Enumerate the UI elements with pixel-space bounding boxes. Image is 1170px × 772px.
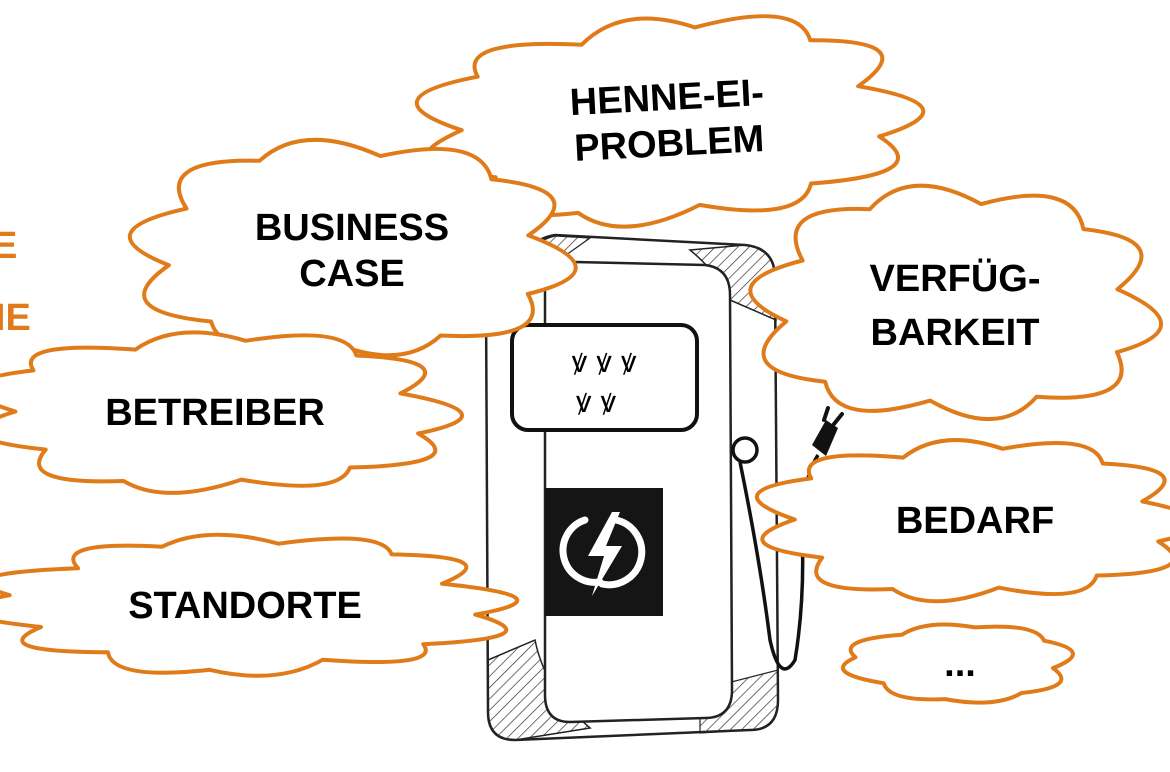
cloud-label: BARKEIT — [871, 312, 1040, 354]
cloud-henne: HENNE-EI-PROBLEM — [414, 14, 926, 229]
cloud-betreiber: BETREIBER — [0, 330, 464, 495]
cloud-bedarf: BEDARF — [755, 438, 1170, 604]
display-text-2: ꝟ ꝟ — [576, 385, 617, 420]
cloud-shape — [841, 622, 1075, 705]
cloud-shape — [755, 438, 1170, 604]
cloud-label: STANDORTE — [128, 585, 362, 627]
cloud-verfueg: VERFÜG- BARKEIT — [748, 183, 1163, 421]
cloud-shape — [0, 330, 464, 495]
edge-text-group: E HE — [0, 225, 31, 339]
cable-ring — [731, 436, 759, 464]
cloud-label: BUSINESS — [255, 207, 449, 249]
cloud-label: ... — [944, 643, 976, 685]
lightning-bolt-icon — [545, 488, 663, 616]
cloud-label: BETREIBER — [105, 392, 325, 434]
cloud-shape — [748, 183, 1163, 421]
edge-text-2: HE — [0, 297, 31, 339]
cloud-label: VERFÜG- — [870, 257, 1041, 300]
cloud-label: HENNE-EI- — [569, 72, 765, 124]
cloud-more: ... — [841, 622, 1075, 705]
charging-station-icon: ꝟ ꝟ ꝟ ꝟ ꝟ — [484, 233, 844, 742]
cloud-label: CASE — [299, 253, 405, 295]
display-screen — [510, 323, 699, 432]
cloud-shape — [0, 532, 520, 678]
cloud-standorte: STANDORTE — [0, 532, 520, 678]
cloud-shape — [414, 14, 926, 229]
plug-icon — [812, 406, 844, 456]
display-text-1: ꝟ ꝟ ꝟ — [572, 345, 637, 380]
cloud-label: BEDARF — [896, 500, 1054, 542]
edge-text-1: E — [0, 225, 17, 267]
cloud-label: PROBLEM — [573, 118, 765, 170]
